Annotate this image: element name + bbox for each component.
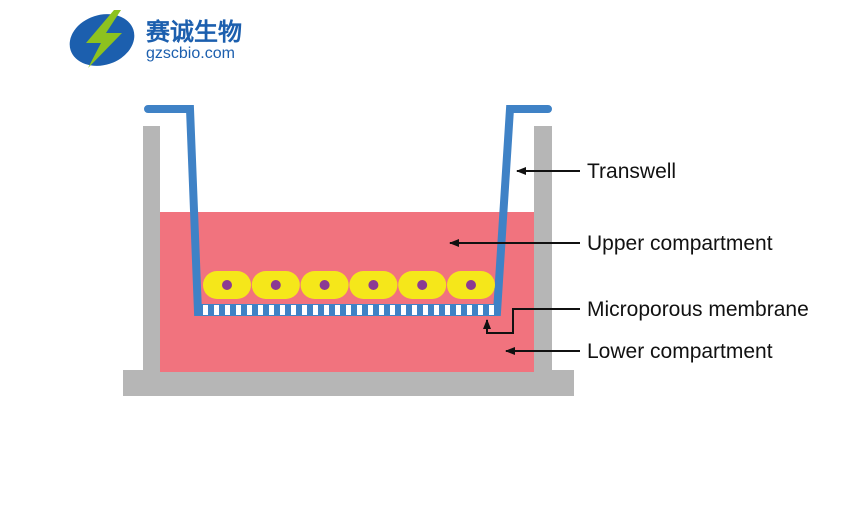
membrane-pore — [335, 305, 340, 315]
membrane-pore — [214, 305, 219, 315]
membrane-pore — [412, 305, 417, 315]
membrane-pore — [357, 305, 362, 315]
membrane-pore — [379, 305, 384, 315]
logo-lightning-icon — [86, 10, 122, 68]
membrane-pore — [401, 305, 406, 315]
logo-domain: gzscbio.com — [146, 45, 235, 62]
well-base — [123, 370, 574, 396]
well-left-wall — [143, 126, 160, 373]
membrane-pore — [434, 305, 439, 315]
brand-logo: 赛诚生物 gzscbio.com — [69, 10, 242, 68]
membrane-pore — [390, 305, 395, 315]
cell-nucleus — [319, 280, 330, 290]
membrane-pore — [258, 305, 263, 315]
cell-nucleus — [270, 280, 281, 290]
membrane-pore — [368, 305, 373, 315]
membrane-pore — [445, 305, 450, 315]
membrane-pore — [269, 305, 274, 315]
logo-chinese-name: 赛诚生物 — [145, 18, 242, 46]
transwell-insert — [144, 105, 552, 316]
microporous-membrane-label: Microporous membrane — [587, 298, 809, 321]
cell-monolayer — [203, 271, 495, 299]
cell-nucleus — [222, 280, 232, 290]
membrane-pore — [280, 305, 285, 315]
membrane-pore — [291, 305, 296, 315]
membrane-pore — [313, 305, 318, 315]
membrane-pore — [247, 305, 252, 315]
membrane-pore — [346, 305, 351, 315]
membrane-pore — [467, 305, 472, 315]
membrane-pore — [324, 305, 329, 315]
membrane-pore — [302, 305, 307, 315]
upper-compartment-label: Upper compartment — [587, 232, 773, 255]
membrane-pore — [478, 305, 483, 315]
cell-nucleus — [417, 280, 428, 290]
membrane-pore — [203, 305, 208, 315]
callouts — [449, 167, 580, 355]
membrane-pore — [236, 305, 241, 315]
membrane-pore — [225, 305, 230, 315]
membrane-pore — [423, 305, 428, 315]
membrane-pore — [456, 305, 461, 315]
membrane-arrow — [483, 308, 580, 334]
transwell-label: Transwell — [587, 160, 676, 183]
outer-well — [123, 126, 574, 396]
membrane-pores — [203, 305, 494, 315]
cell-nucleus — [466, 280, 476, 290]
well-right-wall — [534, 126, 552, 373]
cell-nucleus — [368, 280, 379, 290]
lower-compartment-label: Lower compartment — [587, 340, 773, 363]
membrane-pore — [489, 305, 494, 315]
